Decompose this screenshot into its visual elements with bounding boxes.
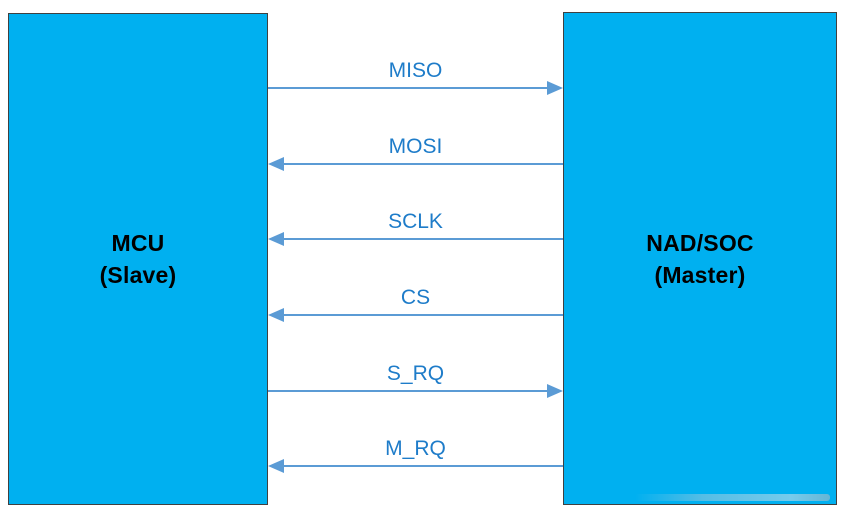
- arrowhead-icon: [268, 232, 284, 247]
- signal-row-mosi: MOSI: [268, 126, 563, 202]
- signal-row-s_rq: S_RQ: [268, 353, 563, 429]
- mcu-block-title: MCU: [111, 230, 165, 256]
- signal-label: MOSI: [388, 134, 443, 158]
- signal-row-miso: MISO: [268, 50, 563, 126]
- nad-soc-block-title: NAD/SOC: [646, 229, 754, 256]
- arrowhead-icon: [268, 459, 284, 474]
- arrowhead-icon: [268, 307, 284, 322]
- arrowhead-icon: [547, 383, 563, 398]
- signal-arrow-line: [280, 313, 563, 316]
- mcu-slave-block: MCU (Slave): [8, 13, 268, 505]
- nad-soc-master-block: NAD/SOC (Master): [563, 12, 837, 505]
- signal-arrow-line: [280, 238, 563, 241]
- signal-row-sclk: SCLK: [268, 201, 563, 277]
- signal-label: MISO: [388, 58, 443, 82]
- nad-soc-block-subtitle: (Master): [654, 261, 746, 288]
- signal-label: M_RQ: [385, 437, 446, 461]
- signal-arrow-line: [268, 86, 551, 89]
- signal-arrow-line: [280, 465, 563, 468]
- signal-label: SCLK: [388, 210, 443, 234]
- signal-row-m_rq: M_RQ: [268, 428, 563, 504]
- arrowhead-icon: [547, 80, 563, 95]
- signal-arrow-line: [280, 162, 563, 165]
- signal-label: S_RQ: [386, 361, 445, 385]
- watermark: [635, 494, 830, 501]
- signal-arrow-line: [268, 389, 551, 392]
- signal-row-cs: CS: [268, 277, 563, 353]
- arrowhead-icon: [268, 156, 284, 171]
- signal-arrows-area: MISO MOSI SCLK CS S_RQ M_RQ: [268, 50, 563, 504]
- signal-label: CS: [400, 285, 431, 309]
- mcu-block-subtitle: (Slave): [99, 262, 177, 288]
